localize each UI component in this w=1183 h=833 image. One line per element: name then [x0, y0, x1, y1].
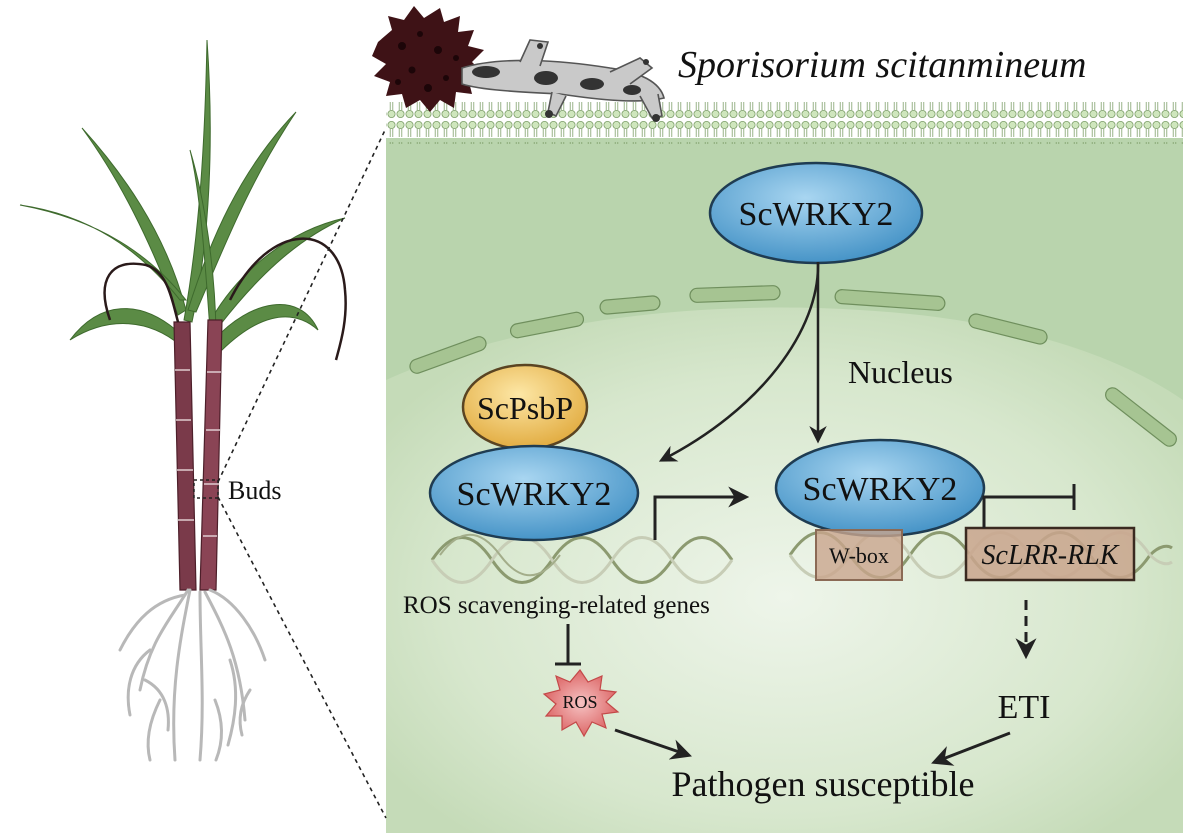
scwrky2-top-label: ScWRKY2 [739, 196, 894, 233]
dna-left [430, 533, 734, 584]
sclrr-rlk-gene: ScLRR-RLK [964, 526, 1136, 582]
arrow-eti-to-outcome [931, 731, 1011, 766]
ros-genes-label: ROS scavenging-related genes [403, 592, 710, 619]
buds-label: Buds [228, 476, 281, 505]
scwrky2-cytoplasm: ScWRKY2 [708, 161, 924, 265]
pathogen-name: Sporisorium scitanmineum [678, 44, 1087, 86]
scwrky2-right: ScWRKY2 [774, 438, 986, 538]
w-box-label: W-box [829, 543, 889, 568]
zoom-line-bottom [217, 496, 387, 819]
scpsbp-label: ScPsbP [477, 390, 573, 426]
scwrky2-left-label: ScWRKY2 [457, 476, 612, 513]
zoom-line-top [217, 127, 387, 483]
nuclear-envelope [409, 285, 1177, 447]
ros-label: ROS [562, 692, 597, 712]
scwrky2-left: ScWRKY2 [428, 444, 640, 542]
w-box: W-box [815, 529, 903, 581]
scwrky2-right-label: ScWRKY2 [803, 471, 958, 508]
nucleus-label: Nucleus [848, 354, 953, 390]
scpsbp-protein: ScPsbP [461, 363, 589, 451]
outcome-label: Pathogen susceptible [672, 764, 975, 804]
inhibition-lrr [982, 495, 1074, 528]
eti-label: ETI [998, 689, 1051, 726]
sugarcane-plant-icon [19, 39, 347, 762]
arrow-to-left-wrky [658, 261, 820, 462]
ros-burst-icon: ROS [542, 668, 620, 738]
plasma-membrane [386, 102, 1183, 144]
hyphae-icon [461, 39, 665, 122]
transcription-arrow [653, 486, 750, 540]
buds-box [193, 479, 219, 499]
sporisorium-spore-icon [372, 6, 484, 112]
arrow-ros-to-outcome [614, 728, 692, 760]
sclrr-rlk-label: ScLRR-RLK [982, 540, 1120, 571]
